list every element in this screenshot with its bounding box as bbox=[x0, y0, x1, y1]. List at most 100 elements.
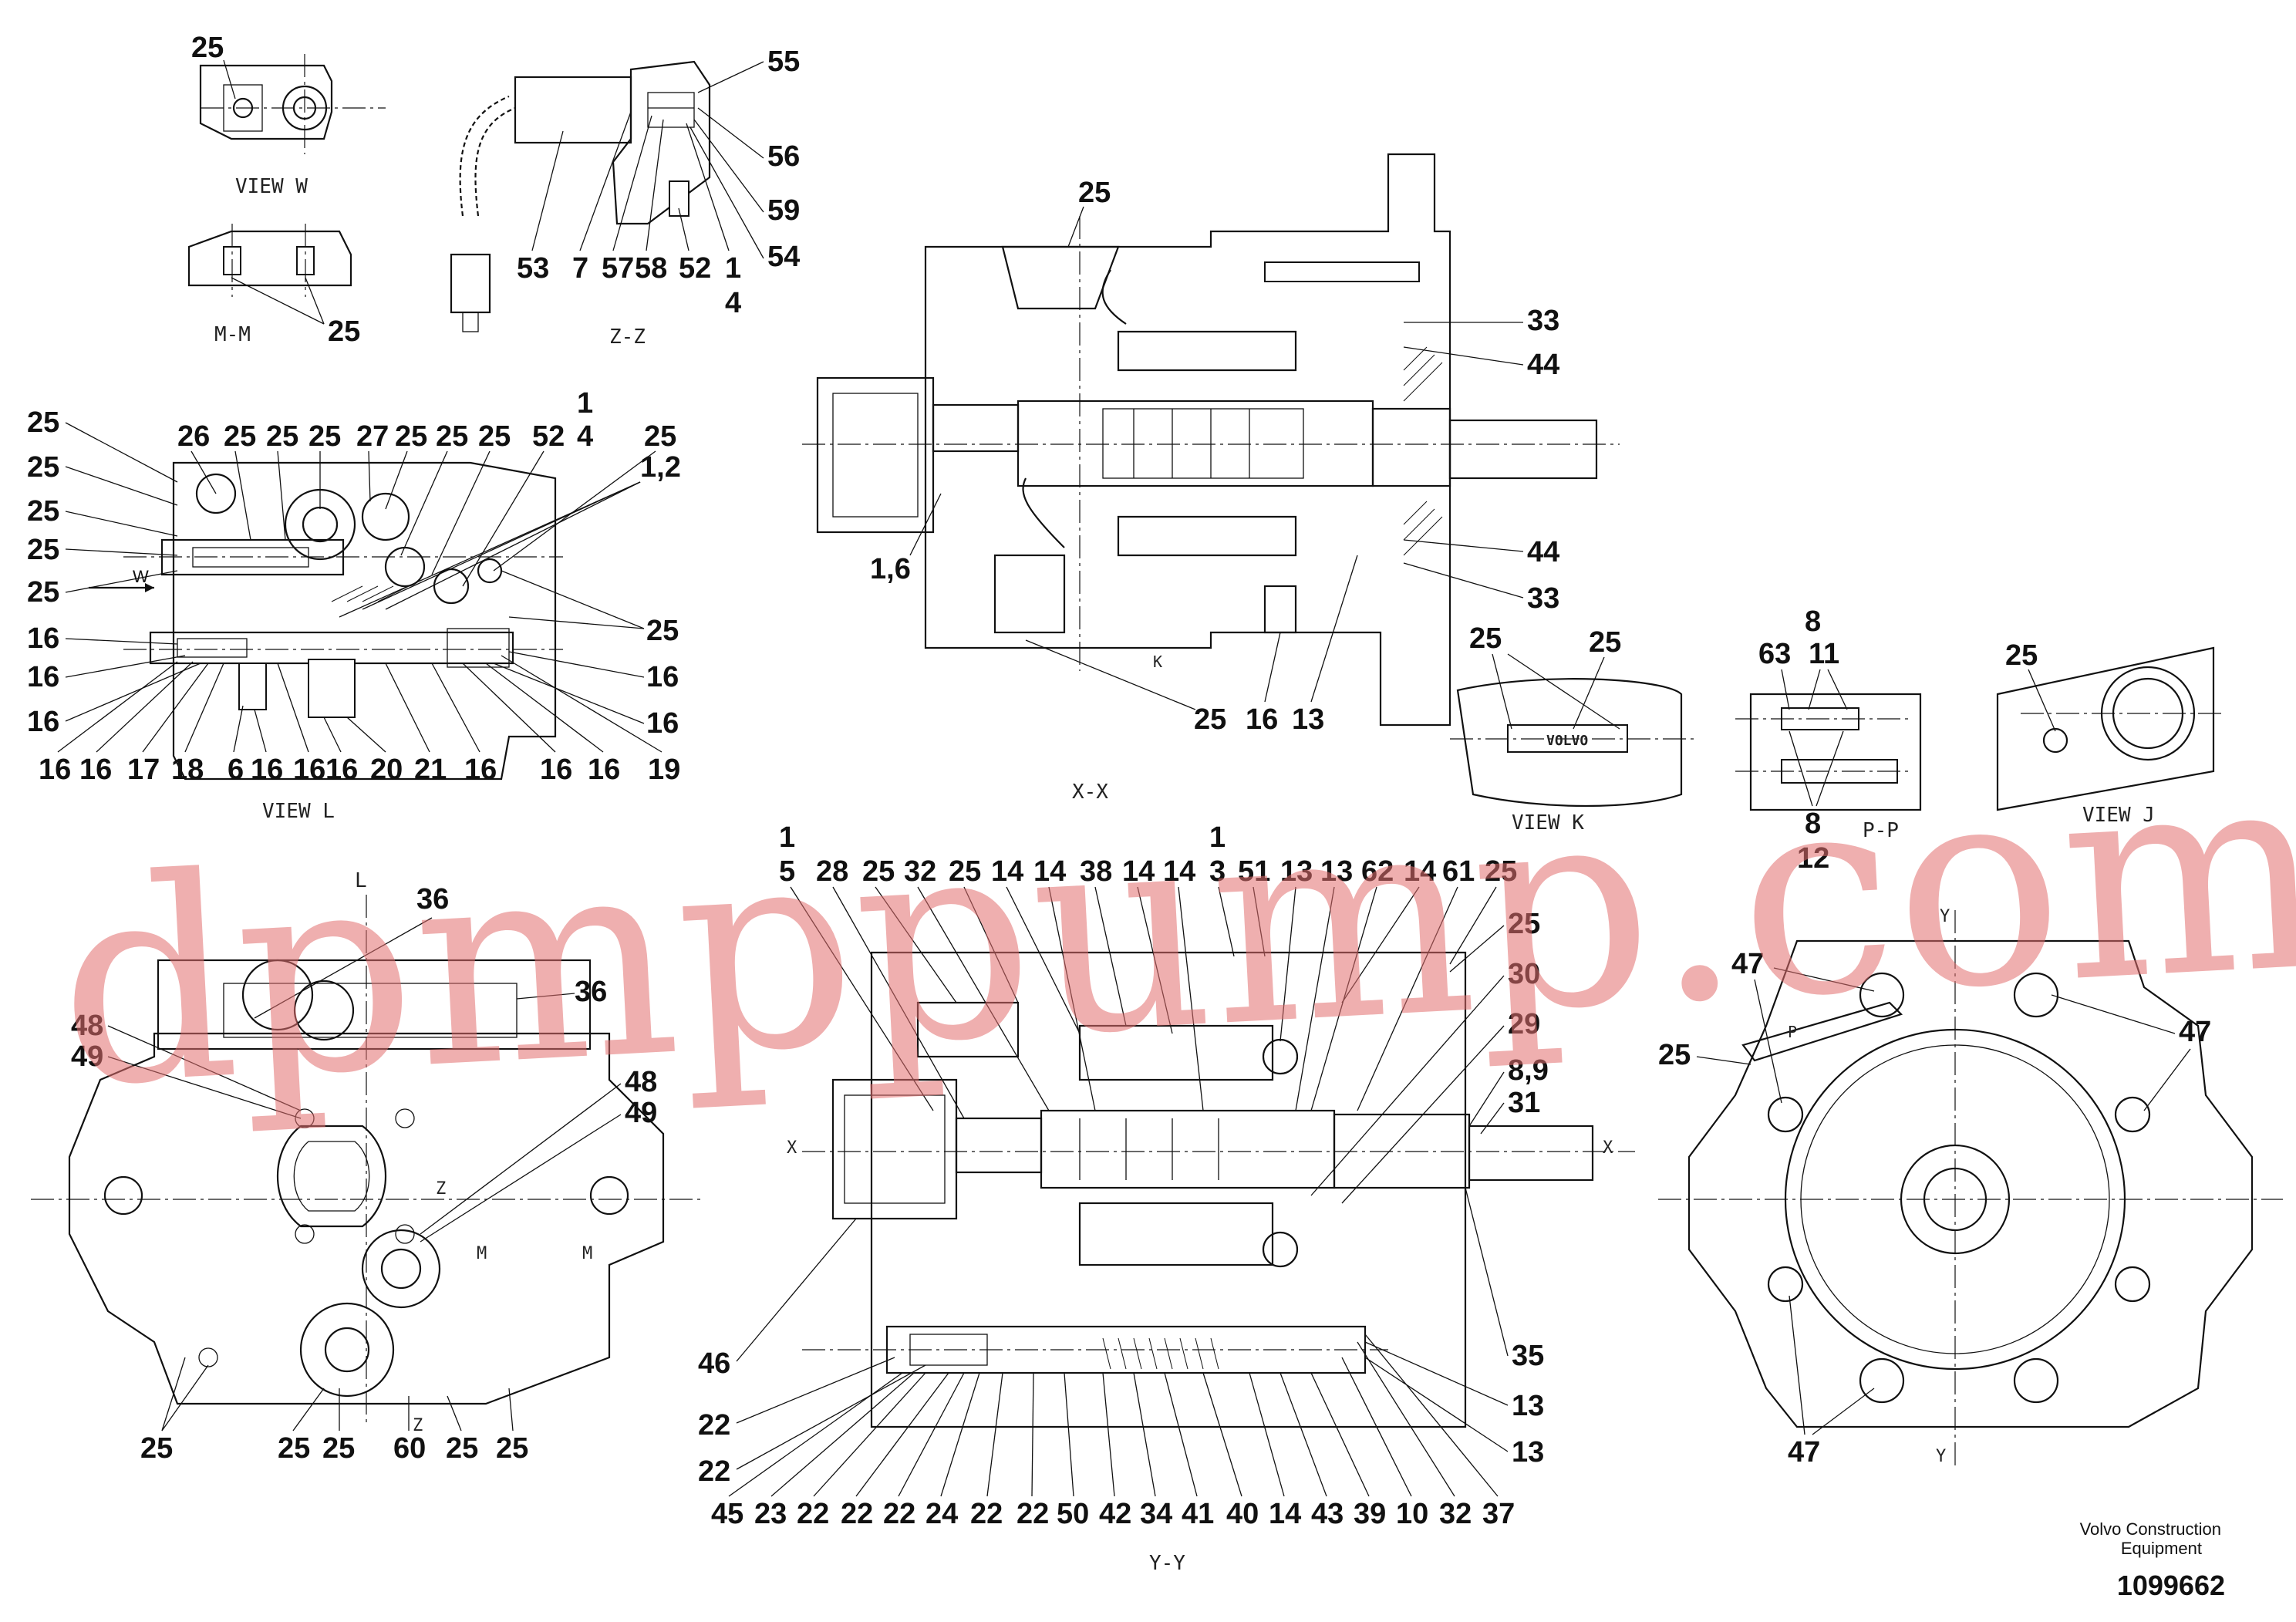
callout-62: 62 bbox=[1361, 855, 1394, 888]
callout-47: 47 bbox=[2179, 1016, 2211, 1048]
callout-16: 16 bbox=[293, 754, 325, 786]
callout-14: 14 bbox=[991, 855, 1023, 888]
callout-36: 36 bbox=[575, 976, 607, 1008]
callout-4: 4 bbox=[577, 420, 593, 453]
callout-52: 52 bbox=[679, 252, 711, 285]
callout-16: 16 bbox=[27, 622, 59, 655]
volvo-plate: VOLVO bbox=[1546, 733, 1588, 749]
drawing-number: 1099662 bbox=[2117, 1570, 2225, 1601]
callout-16: 16 bbox=[325, 754, 358, 786]
callout-25: 25 bbox=[191, 32, 224, 64]
callout-63: 63 bbox=[1758, 638, 1791, 670]
callout-19: 19 bbox=[648, 754, 680, 786]
callout-25: 25 bbox=[140, 1432, 173, 1465]
callout-25: 25 bbox=[27, 495, 59, 528]
callout-25: 25 bbox=[27, 451, 59, 484]
p-p-section bbox=[1735, 693, 1922, 811]
section-mark-x: X bbox=[787, 1138, 797, 1158]
section-mark-x: X bbox=[1603, 1138, 1613, 1158]
callout-25: 25 bbox=[328, 315, 360, 348]
callout-3: 3 bbox=[1209, 855, 1226, 888]
callout-8-9: 8,9 bbox=[1508, 1054, 1549, 1087]
callout-28: 28 bbox=[816, 855, 848, 888]
callout-25: 25 bbox=[496, 1432, 528, 1465]
label-p-p: P-P bbox=[1863, 819, 1899, 842]
callout-25: 25 bbox=[322, 1432, 355, 1465]
callout-41: 41 bbox=[1182, 1498, 1214, 1530]
callout-1: 1 bbox=[577, 387, 593, 420]
callout-25: 25 bbox=[1194, 703, 1226, 736]
callout-13: 13 bbox=[1512, 1390, 1544, 1422]
callout-16: 16 bbox=[464, 754, 497, 786]
callout-36: 36 bbox=[416, 883, 449, 916]
callout-23: 23 bbox=[754, 1498, 787, 1530]
callout-44: 44 bbox=[1527, 349, 1559, 381]
section-mark-m: M bbox=[582, 1244, 592, 1263]
callout-47: 47 bbox=[1731, 948, 1764, 980]
callout-17: 17 bbox=[127, 754, 160, 786]
callout-16: 16 bbox=[79, 754, 112, 786]
callout-1: 1 bbox=[1209, 821, 1226, 854]
callout-13: 13 bbox=[1280, 855, 1313, 888]
callout-16: 16 bbox=[27, 661, 59, 693]
callout-32: 32 bbox=[1439, 1498, 1472, 1530]
callout-25: 25 bbox=[308, 420, 341, 453]
callout-1: 1 bbox=[725, 252, 741, 285]
callout-13: 13 bbox=[1512, 1436, 1544, 1469]
callout-25: 25 bbox=[27, 534, 59, 566]
callout-16: 16 bbox=[588, 754, 620, 786]
callout-25: 25 bbox=[446, 1432, 478, 1465]
section-mark-y: Y bbox=[1936, 1447, 1946, 1466]
callout-25: 25 bbox=[27, 576, 59, 609]
label-m-m: M-M bbox=[214, 323, 251, 346]
callout-34: 34 bbox=[1140, 1498, 1172, 1530]
section-mark-p: P bbox=[1788, 1023, 1797, 1041]
callout-16: 16 bbox=[27, 706, 59, 738]
section-mark-m: M bbox=[477, 1244, 487, 1263]
callout-40: 40 bbox=[1226, 1498, 1259, 1530]
callout-16: 16 bbox=[540, 754, 572, 786]
callout-25: 25 bbox=[1658, 1039, 1691, 1071]
callout-14: 14 bbox=[1033, 855, 1066, 888]
callout-16: 16 bbox=[646, 707, 679, 740]
callout-46: 46 bbox=[698, 1347, 730, 1380]
callout-22: 22 bbox=[698, 1409, 730, 1442]
callout-11: 11 bbox=[1809, 638, 1839, 670]
z-z-section bbox=[450, 60, 711, 332]
callout-14: 14 bbox=[1269, 1498, 1301, 1530]
callout-25: 25 bbox=[949, 855, 981, 888]
callout-58: 58 bbox=[635, 252, 667, 285]
callout-25: 25 bbox=[1508, 908, 1540, 940]
callout-25: 25 bbox=[862, 855, 895, 888]
callout-8: 8 bbox=[1805, 808, 1821, 840]
section-mark-w: W bbox=[133, 567, 149, 586]
callout-45: 45 bbox=[711, 1498, 743, 1530]
callout-22: 22 bbox=[841, 1498, 873, 1530]
callout-30: 30 bbox=[1508, 958, 1540, 990]
callout-57: 57 bbox=[602, 252, 634, 285]
callout-51: 51 bbox=[1238, 855, 1270, 888]
callout-37: 37 bbox=[1482, 1498, 1515, 1530]
callout-43: 43 bbox=[1311, 1498, 1344, 1530]
callout-25: 25 bbox=[1078, 177, 1111, 209]
callout-61: 61 bbox=[1442, 855, 1475, 888]
label-view-w: VIEW W bbox=[235, 175, 308, 198]
callout-47: 47 bbox=[1788, 1436, 1820, 1469]
view-l-drawing bbox=[123, 461, 563, 781]
callout-25: 25 bbox=[478, 420, 511, 453]
callout-20: 20 bbox=[370, 754, 403, 786]
callout-25: 25 bbox=[644, 420, 676, 453]
callout-16: 16 bbox=[39, 754, 71, 786]
label-y-y: Y-Y bbox=[1149, 1552, 1185, 1575]
callout-21: 21 bbox=[414, 754, 447, 786]
y-y-section bbox=[802, 951, 1635, 1428]
callout-49: 49 bbox=[71, 1040, 103, 1073]
callout-6: 6 bbox=[228, 754, 244, 786]
callout-4: 4 bbox=[725, 287, 741, 319]
callout-48: 48 bbox=[625, 1066, 657, 1098]
callout-44: 44 bbox=[1527, 536, 1559, 568]
view-j-drawing bbox=[1996, 646, 2221, 811]
callout-22: 22 bbox=[883, 1498, 915, 1530]
callout-8: 8 bbox=[1805, 605, 1821, 638]
callout-50: 50 bbox=[1057, 1498, 1089, 1530]
